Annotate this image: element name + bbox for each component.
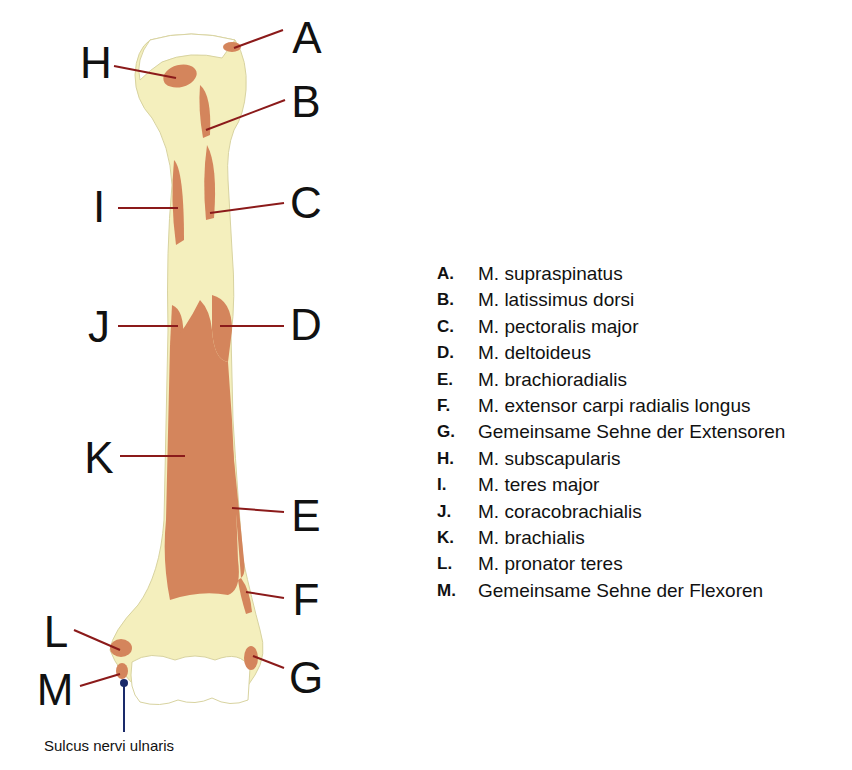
sulcus-dot	[120, 679, 128, 687]
trochlea-cartilage	[131, 655, 250, 704]
callout-letter: M	[37, 668, 74, 712]
callout-letter: C	[290, 181, 322, 225]
bone-outline	[110, 34, 263, 690]
key-letter: I.	[437, 476, 446, 493]
leader-lines	[74, 30, 285, 686]
key-muscle-name: M. extensor carpi radialis longus	[478, 396, 750, 415]
key-letter: D.	[437, 344, 454, 361]
key-muscle-name: M. latissimus dorsi	[478, 290, 634, 309]
key-muscle-name: M. teres major	[478, 475, 599, 494]
key-letter: J.	[437, 502, 451, 519]
key-muscle-name: M. coracobrachialis	[478, 501, 642, 520]
key-muscle-name: M. supraspinatus	[478, 264, 623, 283]
structure-label: Sulcus nervi ulnaris	[44, 738, 174, 753]
key-muscle-name: M. brachialis	[478, 528, 585, 547]
key-letter: E.	[437, 370, 453, 387]
callout-letter: L	[44, 610, 68, 654]
key-muscle-name: M. deltoideus	[478, 343, 591, 362]
key-muscle-name: M. pronator teres	[478, 554, 623, 573]
key-letter: C.	[437, 317, 454, 334]
key-letter: M.	[437, 581, 456, 598]
callout-letter: J	[88, 305, 110, 349]
callout-letter: E	[291, 494, 320, 538]
callout-letter: B	[291, 80, 320, 124]
key-letter: G.	[437, 423, 455, 440]
key-letter: A.	[437, 265, 454, 282]
key-muscle-name: M. subscapularis	[478, 448, 621, 467]
callout-letter: G	[289, 656, 323, 700]
callout-letter: F	[293, 578, 320, 622]
key-letter: F.	[437, 397, 450, 414]
callout-letter: H	[80, 41, 112, 85]
key-letter: K.	[437, 529, 454, 546]
key-letter: H.	[437, 449, 454, 466]
callout-letter: I	[93, 185, 105, 229]
callout-letter: D	[290, 303, 322, 347]
key-muscle-name: M. brachioradialis	[478, 369, 627, 388]
key-muscle-name: Gemeinsame Sehne der Flexoren	[478, 580, 763, 599]
callout-letter: A	[292, 16, 321, 60]
key-letter: L.	[437, 555, 452, 572]
sulcus-pointer	[123, 683, 125, 732]
muscle-attachments	[110, 42, 258, 679]
key-letter: B.	[437, 291, 454, 308]
callout-letter: K	[84, 436, 113, 480]
key-muscle-name: Gemeinsame Sehne der Extensoren	[478, 422, 785, 441]
key-muscle-name: M. pectoralis major	[478, 316, 639, 335]
